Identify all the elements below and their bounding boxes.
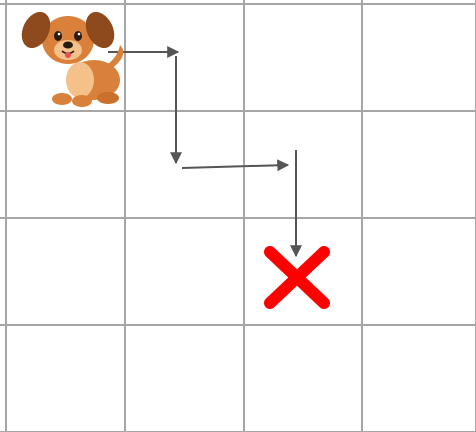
dog-front-paw-left <box>52 93 72 105</box>
dog-eye-left <box>54 31 62 41</box>
dog-back-paw <box>97 92 119 104</box>
dog-eye-right-glint <box>78 33 81 36</box>
dog-front-paw-right <box>72 95 92 107</box>
dog-eye-left-glint <box>58 33 61 36</box>
dog-nose <box>63 42 73 49</box>
dog-eye-right <box>74 31 82 41</box>
dog-tongue <box>65 52 71 58</box>
dog-belly <box>66 62 94 98</box>
